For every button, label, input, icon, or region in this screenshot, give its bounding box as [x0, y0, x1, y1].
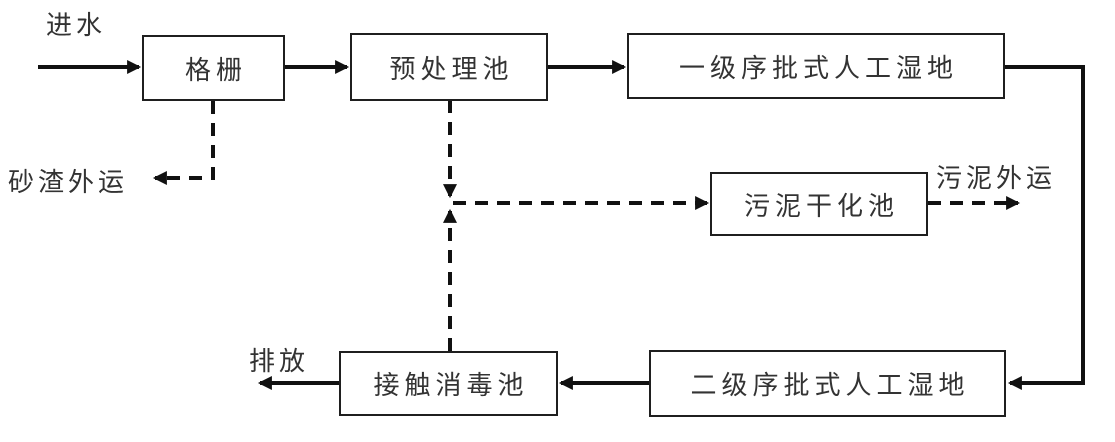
label-grit-out: 砂渣外运 [8, 168, 129, 198]
node-grid: 格栅 [142, 35, 285, 101]
node-wetland-stage1: 一级序批式人工湿地 [627, 33, 1005, 99]
node-sludge-drying: 污泥干化池 [710, 172, 928, 236]
edge-grid-to-grit-out [152, 101, 215, 185]
edge-wetland1-to-wetland2 [1005, 65, 1085, 390]
node-wetland-stage2: 二级序批式人工湿地 [649, 350, 1006, 417]
label-sludge-out: 污泥外运 [936, 164, 1057, 194]
label-discharge: 排放 [249, 347, 310, 377]
label-inflow: 进水 [46, 11, 107, 41]
node-contact-disinfection: 接触消毒池 [339, 351, 558, 416]
node-pretreatment: 预处理池 [350, 33, 548, 101]
